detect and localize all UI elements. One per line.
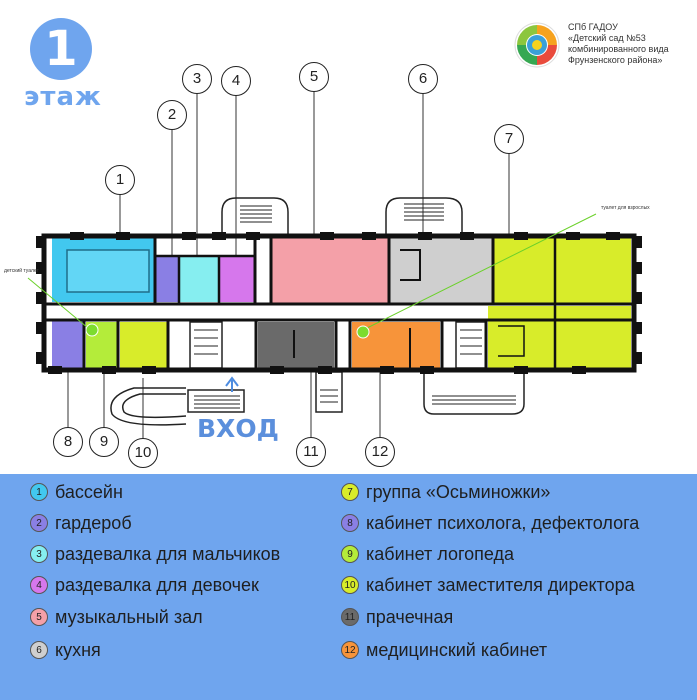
- legend-panel: 1 бассейн 2 гардероб 3 раздевалка для ма…: [0, 474, 697, 700]
- room-psychologist: [52, 320, 84, 368]
- entrance-arrow-icon: [225, 376, 239, 392]
- callout-6: 6: [408, 64, 438, 94]
- legend-item-3: 3 раздевалка для мальчиков: [30, 543, 280, 565]
- legend-label-2: гардероб: [55, 512, 132, 533]
- room-girls-locker: [219, 256, 255, 302]
- window-marks: [36, 232, 642, 374]
- floor-number-badge: 1: [30, 18, 92, 80]
- legend-item-2: 2 гардероб: [30, 512, 132, 534]
- callout-9: 9: [89, 427, 119, 457]
- legend-label-1: бассейн: [55, 481, 123, 502]
- legend-swatch-3: 3: [30, 545, 48, 563]
- room-group-lower: [488, 306, 631, 368]
- callout-2: 2: [157, 100, 187, 130]
- floor-word: этаж: [24, 82, 102, 112]
- adult-toilet-label: туалет для взрослых: [601, 205, 650, 211]
- org-line-3: комбинированного вида: [568, 44, 669, 54]
- legend-item-7: 7 группа «Осьминожки»: [341, 481, 550, 503]
- legend-item-10: 10 кабинет заместителя директора: [341, 574, 635, 596]
- legend-label-9: кабинет логопеда: [366, 543, 515, 564]
- room-deputy: [120, 322, 168, 368]
- legend-item-6: 6 кухня: [30, 639, 101, 661]
- callout-7: 7: [494, 124, 524, 154]
- toilet-markers: [27, 213, 597, 339]
- callout-5: 5: [299, 62, 329, 92]
- legend-swatch-9: 9: [341, 545, 359, 563]
- legend-label-3: раздевалка для мальчиков: [55, 543, 281, 564]
- child-toilet-label: детский туалет: [4, 268, 39, 274]
- legend-swatch-12: 12: [341, 641, 359, 659]
- legend-swatch-1: 1: [30, 483, 48, 501]
- callout-1: 1: [105, 165, 135, 195]
- legend-label-7: группа «Осьминожки»: [366, 481, 551, 502]
- legend-swatch-11: 11: [341, 608, 359, 626]
- legend-item-4: 4 раздевалка для девочек: [30, 574, 259, 596]
- callout-10: 10: [128, 438, 158, 468]
- legend-swatch-2: 2: [30, 514, 48, 532]
- room-wardrobe: [155, 256, 179, 302]
- legend-label-11: прачечная: [366, 606, 454, 627]
- legend-swatch-5: 5: [30, 608, 48, 626]
- legend-item-5: 5 музыкальный зал: [30, 606, 203, 628]
- room-group-upper: [493, 238, 631, 304]
- entrance-label: ВХОД: [197, 414, 279, 443]
- callout-3: 3: [182, 64, 212, 94]
- legend-label-10: кабинет заместителя директора: [366, 574, 635, 595]
- stair-steps: [194, 203, 516, 409]
- legend-item-11: 11 прачечная: [341, 606, 453, 628]
- callout-4: 4: [221, 66, 251, 96]
- kindergarten-logo-icon: [514, 22, 560, 68]
- org-line-4: Фрунзенского района»: [568, 55, 663, 65]
- legend-item-1: 1 бассейн: [30, 481, 123, 503]
- legend-swatch-8: 8: [341, 514, 359, 532]
- legend-label-12: медицинский кабинет: [366, 639, 548, 660]
- callout-8: 8: [53, 427, 83, 457]
- legend-swatch-10: 10: [341, 576, 359, 594]
- legend-item-12: 12 медицинский кабинет: [341, 639, 547, 661]
- legend-swatch-4: 4: [30, 576, 48, 594]
- legend-swatch-6: 6: [30, 641, 48, 659]
- legend-item-9: 9 кабинет логопеда: [341, 543, 514, 565]
- legend-label-4: раздевалка для девочек: [55, 574, 259, 595]
- floor-number: 1: [44, 21, 78, 77]
- org-line-2: «Детский сад №53: [568, 33, 646, 43]
- organization-name: СПб ГАДОУ «Детский сад №53 комбинированн…: [568, 22, 697, 66]
- room-boys-locker: [179, 256, 219, 302]
- room-kitchen: [389, 238, 493, 304]
- room-laundry: [258, 322, 334, 368]
- callout-11: 11: [296, 437, 326, 467]
- legend-item-8: 8 кабинет психолога, дефектолога: [341, 512, 639, 534]
- legend-swatch-7: 7: [341, 483, 359, 501]
- legend-label-5: музыкальный зал: [55, 606, 203, 627]
- legend-label-8: кабинет психолога, дефектолога: [366, 512, 640, 533]
- floor-plan: [27, 90, 642, 440]
- org-line-1: СПб ГАДОУ: [568, 22, 618, 32]
- walls: [41, 233, 637, 373]
- callout-12: 12: [365, 437, 395, 467]
- pool-basin: [66, 249, 150, 293]
- room-music-hall: [271, 238, 389, 304]
- legend-label-6: кухня: [55, 639, 101, 660]
